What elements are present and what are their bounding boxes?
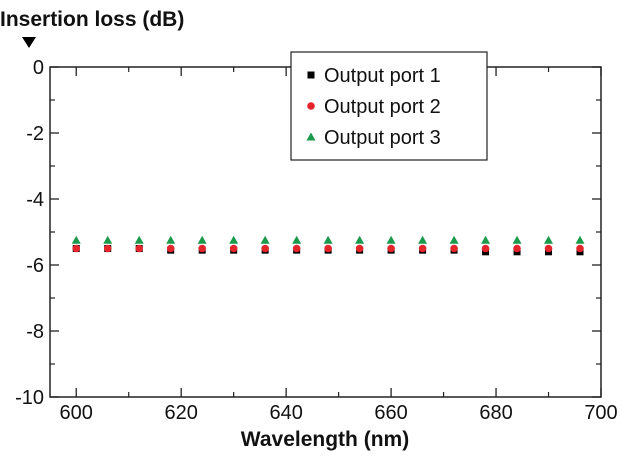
series-3-point — [134, 235, 144, 244]
series-3-point — [449, 235, 459, 244]
x-axis-title: Wavelength (nm) — [241, 428, 409, 451]
series-3-point — [418, 235, 428, 244]
x-tick-label: 640 — [269, 402, 302, 424]
y-tick-labels: 0 -2 -4 -6 -8 -10 — [15, 57, 44, 409]
series-2-point — [355, 244, 364, 253]
series-2-point — [387, 244, 395, 253]
legend-marker-2 — [307, 102, 315, 110]
y-axis-title: Insertion loss (dB) — [0, 8, 184, 31]
series-3-point — [292, 235, 302, 244]
data-points — [71, 235, 585, 256]
series-2-point — [544, 244, 553, 253]
series-3-point — [355, 235, 365, 244]
series-2-point — [481, 244, 490, 253]
series-2-point — [450, 244, 458, 253]
legend-label-2: Output port 2 — [324, 96, 441, 118]
series-2-point — [513, 244, 521, 253]
x-tick-label: 660 — [374, 402, 407, 424]
x-tick-label: 600 — [60, 402, 93, 424]
y-tick-label: -8 — [26, 321, 44, 343]
series-3-point — [323, 235, 333, 244]
y-tick-label: -6 — [26, 255, 44, 277]
y-tick-label: -2 — [26, 123, 44, 145]
series-3-point — [260, 235, 270, 244]
legend-marker-3 — [306, 132, 316, 141]
series-3-point — [481, 235, 491, 244]
x-tick-labels: 600 620 640 660 680 700 — [60, 402, 618, 424]
axis-ticks — [50, 66, 602, 398]
legend-box — [290, 51, 488, 161]
series-3-point — [197, 235, 207, 244]
legend: Output port 1 Output port 2 Output port 3 — [290, 51, 488, 161]
legend-label-1: Output port 1 — [324, 65, 441, 87]
series-2-point — [166, 244, 175, 253]
legend-label-3: Output port 3 — [324, 127, 441, 149]
legend-marker-1 — [307, 71, 315, 79]
series-2-point — [103, 244, 112, 253]
series-2-point — [292, 244, 301, 253]
x-tick-label: 620 — [165, 402, 198, 424]
series-2-point — [261, 244, 269, 253]
series-2-point — [229, 244, 238, 253]
x-tick-label: 680 — [479, 402, 512, 424]
series-2-point — [324, 244, 332, 253]
series-3-point — [166, 235, 176, 244]
series-3-point — [544, 235, 554, 244]
series-3-point — [229, 235, 239, 244]
series-2-point — [418, 244, 427, 253]
y-axis-arrow-icon — [22, 37, 36, 48]
x-tick-label: 700 — [584, 402, 617, 424]
y-tick-label: 0 — [33, 57, 44, 79]
series-3-point — [575, 235, 585, 244]
series-2-point — [198, 244, 206, 253]
series-2-point — [576, 244, 584, 253]
series-3-point — [386, 235, 396, 244]
y-tick-label: -10 — [15, 387, 44, 409]
series-2-point — [135, 244, 144, 253]
series-3-point — [71, 235, 81, 244]
y-tick-label: -4 — [26, 189, 44, 211]
series-2-point — [72, 244, 81, 253]
series-3-point — [103, 235, 113, 244]
series-3-point — [512, 235, 522, 244]
